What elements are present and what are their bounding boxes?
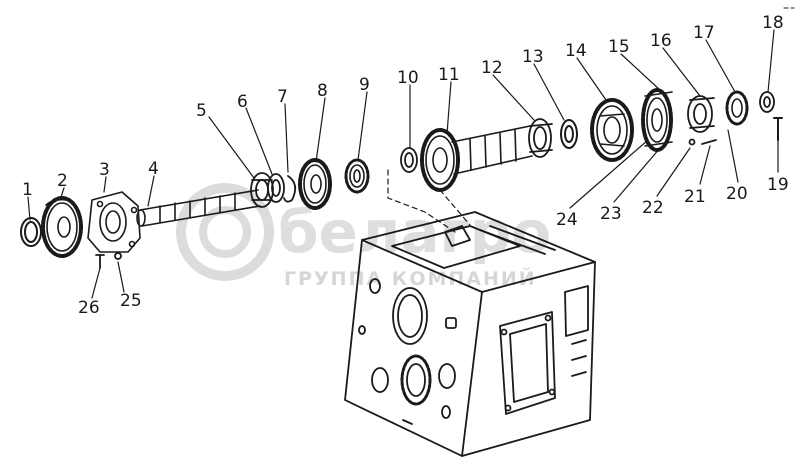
callout-19: 19 xyxy=(767,175,789,195)
callout-23: 23 xyxy=(600,204,622,224)
callout-4: 4 xyxy=(148,159,159,179)
callout-11: 11 xyxy=(438,65,460,85)
part-9-gear xyxy=(344,158,370,194)
callout-9: 9 xyxy=(359,75,370,95)
callout-14: 14 xyxy=(565,41,587,61)
callout-21: 21 xyxy=(684,187,706,207)
callout-15: 15 xyxy=(608,37,630,57)
callout-17: 17 xyxy=(693,23,715,43)
leader-lines xyxy=(27,29,779,299)
watermark-logo xyxy=(176,183,274,281)
callout-22: 22 xyxy=(642,198,664,218)
part-4-main-shaft xyxy=(136,189,261,227)
watermark-subtitle: ГРУППА КОМПАНИЙ xyxy=(284,267,537,290)
part-12-bearing xyxy=(528,118,553,158)
callout-20: 20 xyxy=(726,184,748,204)
part-7-circlip xyxy=(283,175,297,203)
callout-5: 5 xyxy=(196,101,207,121)
callout-6: 6 xyxy=(237,92,248,112)
callout-13: 13 xyxy=(522,47,544,67)
callout-1: 1 xyxy=(22,180,33,200)
callout-8: 8 xyxy=(317,81,328,101)
callout-25: 25 xyxy=(120,291,142,311)
callout-labels: 1 2 3 4 5 6 7 8 9 10 11 12 13 14 15 16 1… xyxy=(22,13,789,318)
part-8-gear xyxy=(298,158,332,210)
callout-18: 18 xyxy=(762,13,784,33)
part-17-small-gear xyxy=(725,90,749,126)
part-10-bearing xyxy=(400,147,418,173)
part-3-cover-flange xyxy=(87,191,141,253)
part-18-nut xyxy=(759,91,775,113)
callout-2: 2 xyxy=(57,171,68,191)
part-16-bearing xyxy=(687,95,715,133)
callout-10: 10 xyxy=(397,68,419,88)
callout-7: 7 xyxy=(277,87,288,107)
part-6-ring xyxy=(267,173,285,203)
part-26-bolt xyxy=(95,254,105,269)
part-2-gear xyxy=(41,196,83,258)
callout-12: 12 xyxy=(481,58,503,78)
part-25-washer xyxy=(114,252,122,260)
part-1-snap-ring xyxy=(20,217,42,247)
part-14-large-gear xyxy=(590,98,634,162)
part-22-pin xyxy=(688,138,696,146)
callout-3: 3 xyxy=(99,160,110,180)
callout-24: 24 xyxy=(556,210,578,230)
part-15-gear-hub xyxy=(641,88,673,152)
part-21-pin xyxy=(701,139,717,145)
callout-16: 16 xyxy=(650,31,672,51)
gearbox-housing xyxy=(344,211,596,457)
assembly-guide-lines xyxy=(387,169,471,233)
part-19-pin xyxy=(773,117,783,141)
part-11-gear-shaft xyxy=(420,125,533,192)
part-13-ring xyxy=(560,119,578,149)
callout-26: 26 xyxy=(78,298,100,318)
